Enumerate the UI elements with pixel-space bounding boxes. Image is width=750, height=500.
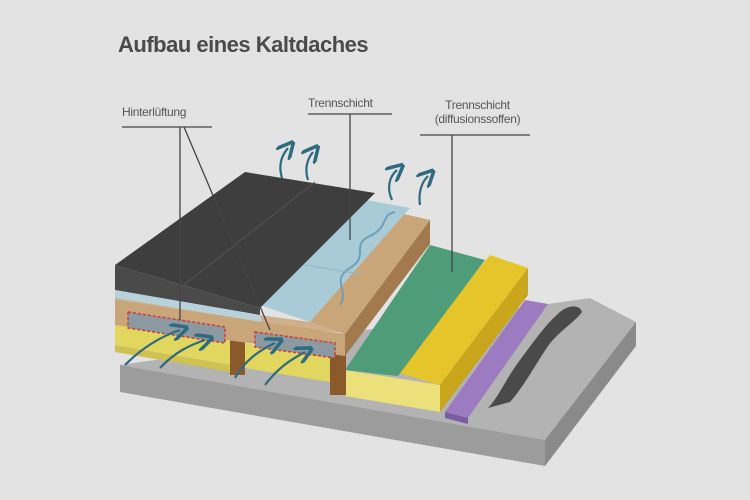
insulation-right bbox=[345, 255, 528, 412]
label-line-1: Trennschicht bbox=[445, 98, 510, 112]
label-hinterlueftung: Hinterlüftung bbox=[122, 105, 187, 119]
label-line-2: (diffusionssoffen) bbox=[434, 112, 521, 126]
purple-layer bbox=[445, 300, 548, 418]
arrow-icon bbox=[280, 148, 288, 179]
arrow-icon bbox=[419, 176, 428, 206]
arrow-icon bbox=[234, 343, 275, 379]
airflow-arrows bbox=[124, 148, 428, 386]
diagram-title: Aufbau eines Kaltdaches bbox=[118, 32, 369, 57]
label-trennschicht-diffusion: Trennschicht (diffusionssoffen) bbox=[420, 98, 535, 126]
leader-lines bbox=[122, 113, 530, 331]
arrow-icon bbox=[389, 170, 397, 201]
bitumen-membrane bbox=[488, 306, 582, 408]
arrow-icon bbox=[306, 152, 313, 181]
label-trennschicht: Trennschicht bbox=[308, 96, 373, 110]
arrow-icon bbox=[264, 352, 305, 386]
separation-layer bbox=[260, 198, 410, 322]
arrow-icon bbox=[159, 340, 205, 369]
green-membrane bbox=[345, 245, 485, 376]
arrow-icon bbox=[124, 330, 180, 366]
